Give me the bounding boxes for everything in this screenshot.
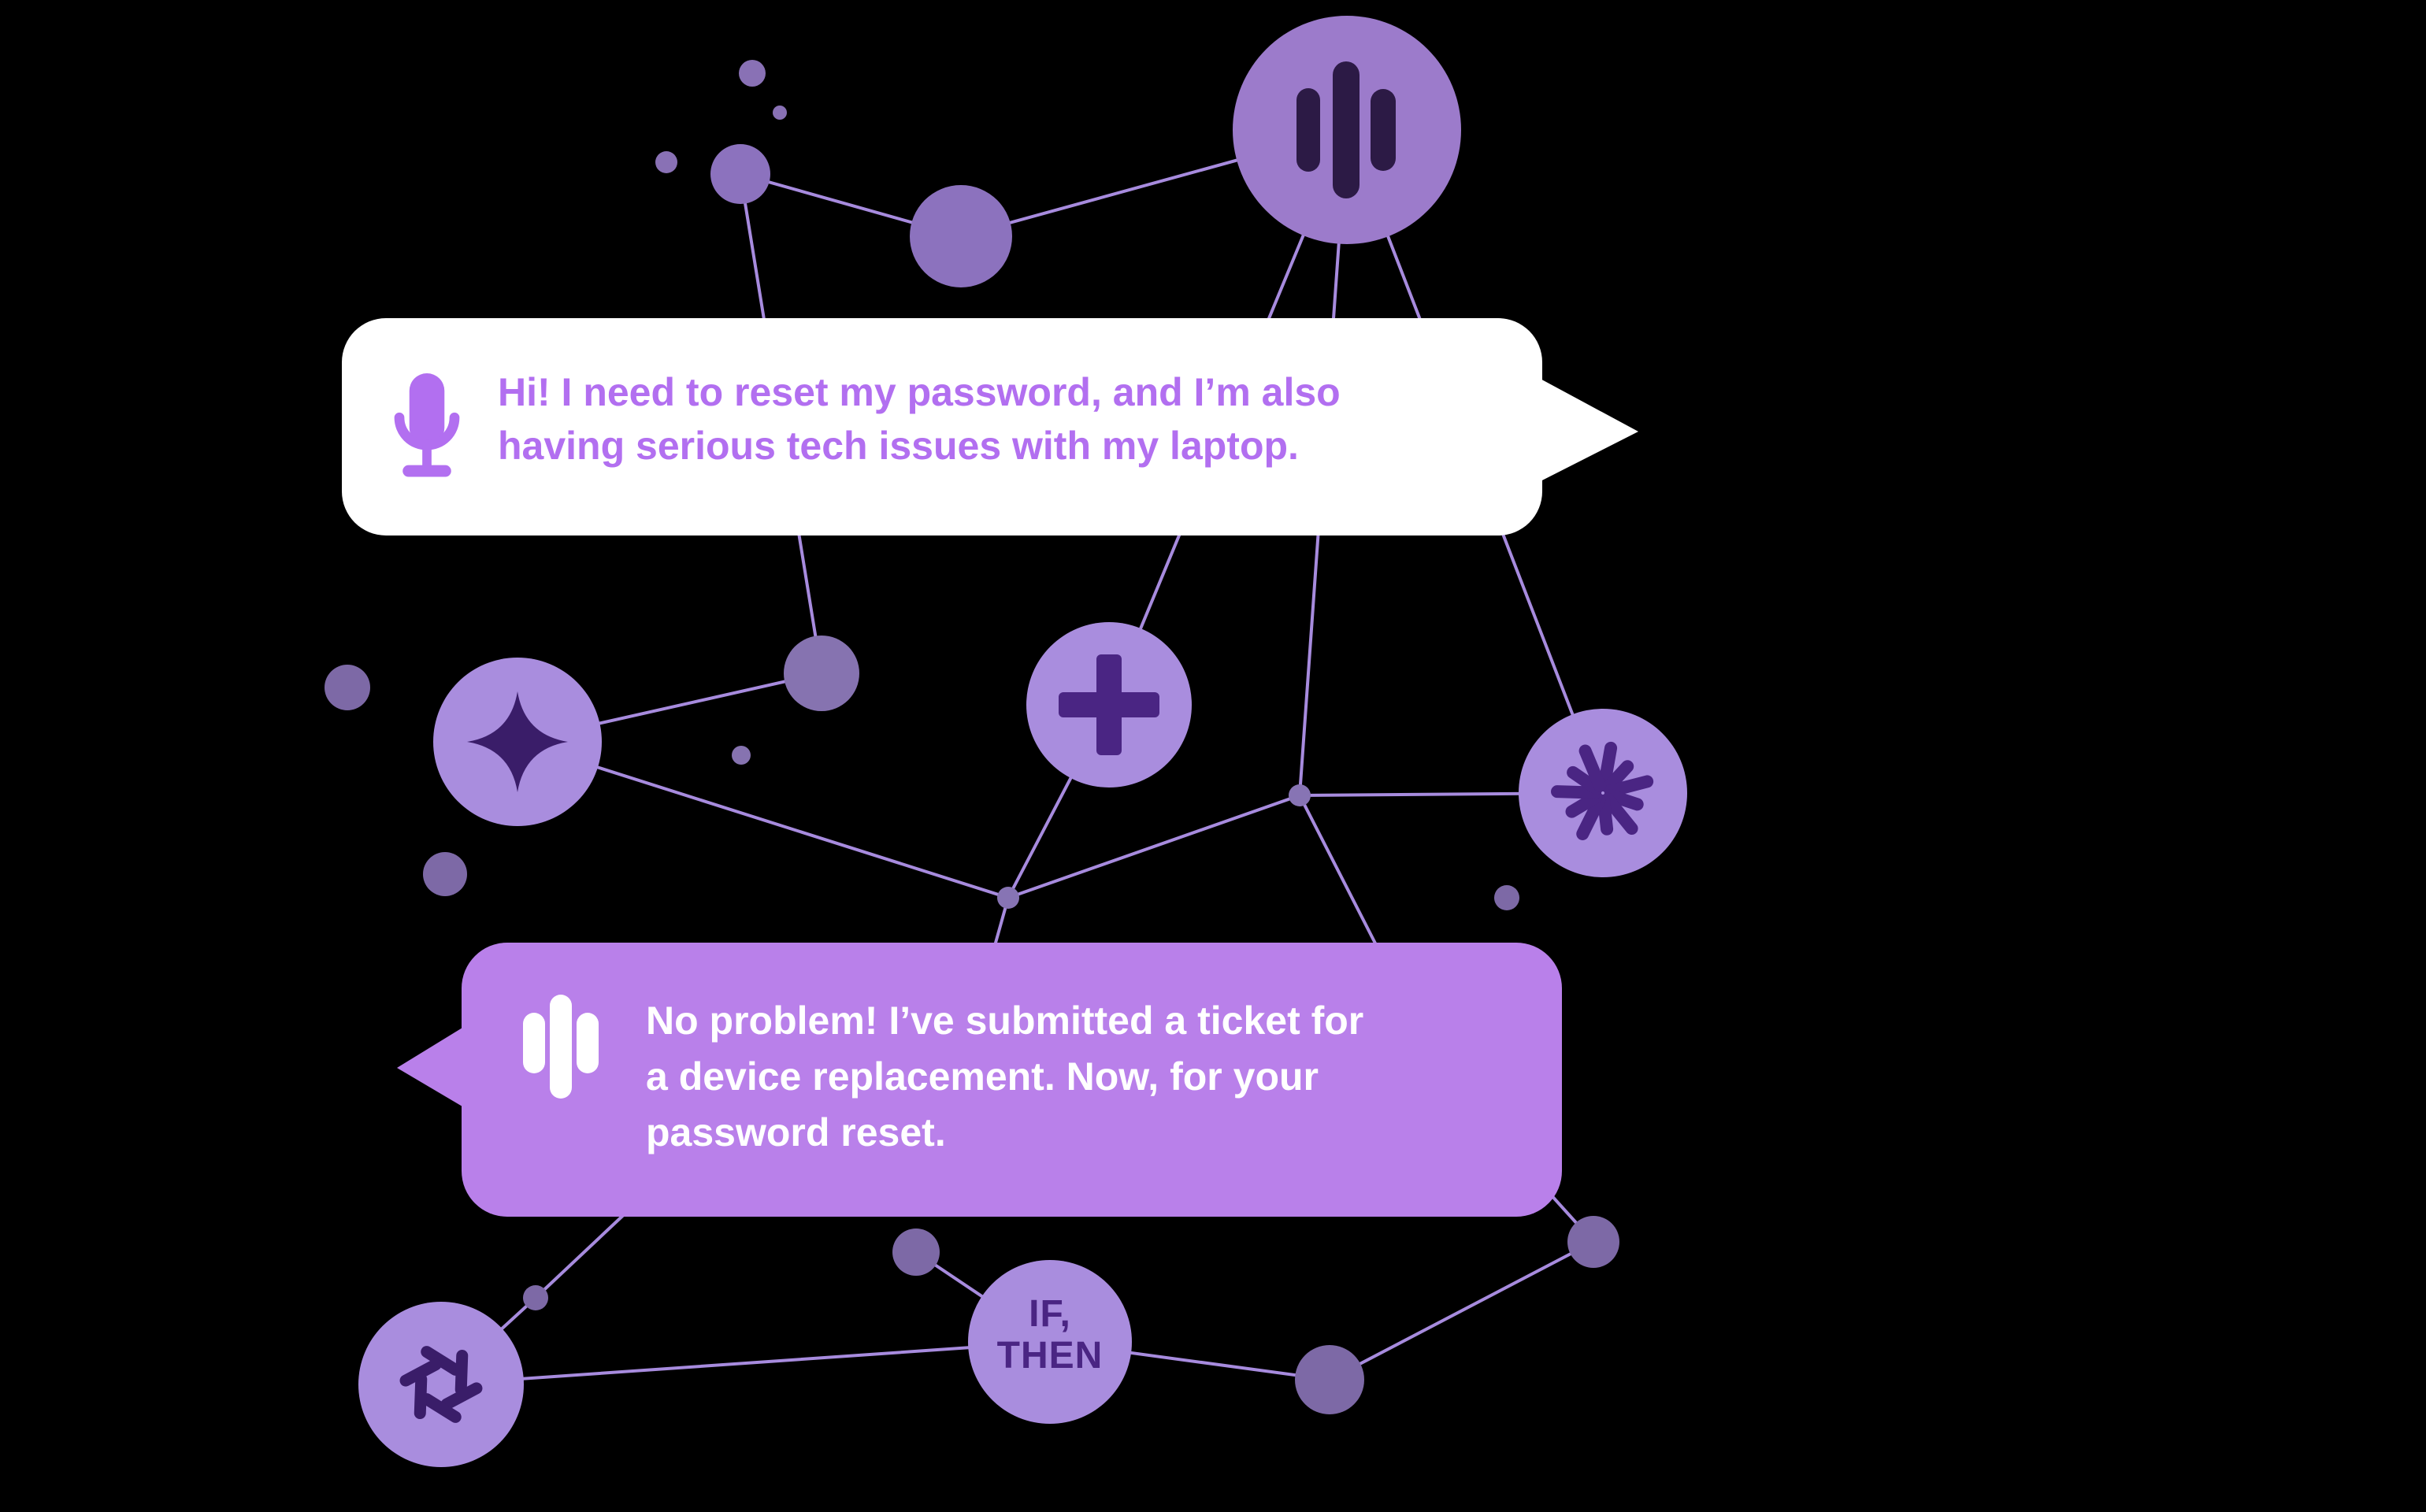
connector-line xyxy=(1007,794,1301,899)
connector-line xyxy=(440,1340,1052,1386)
network-node-medium xyxy=(710,144,770,204)
assistant-message-text: No problem! I’ve submitted a ticket for … xyxy=(646,993,1363,1161)
user-message-bubble: Hi! I need to reset my password, and I’m… xyxy=(342,318,1638,536)
assistant-message-line: a device replacement. Now, for your xyxy=(646,1054,1319,1099)
node-circle xyxy=(910,185,1012,287)
node-circle xyxy=(784,636,859,711)
assistant-message-line: No problem! I’ve submitted a ticket for xyxy=(646,999,1364,1043)
connector-line xyxy=(1328,1240,1595,1381)
node-circle xyxy=(1289,784,1311,806)
network-junction xyxy=(1289,784,1311,806)
network-dot xyxy=(1295,1345,1364,1414)
microphone-icon xyxy=(394,373,460,477)
node-circle xyxy=(773,106,787,120)
network-dot xyxy=(325,665,370,710)
sparkle-node xyxy=(433,658,602,826)
node-circle xyxy=(1519,709,1687,877)
user-bubble-tail xyxy=(1536,376,1638,484)
network-junction xyxy=(997,887,1019,909)
user-message-line: having serious tech issues with my lapto… xyxy=(498,424,1299,468)
node-circle xyxy=(655,151,677,173)
connector-line xyxy=(516,740,1010,899)
network-node-medium xyxy=(784,636,859,711)
plus-node xyxy=(1026,622,1192,788)
network-node-large xyxy=(910,185,1012,287)
node-circle xyxy=(739,60,766,87)
assistant-bubble-tail xyxy=(397,1025,466,1109)
node-circle xyxy=(732,746,751,765)
node-circle xyxy=(423,852,467,896)
network-dot xyxy=(1567,1216,1619,1268)
node-circle xyxy=(523,1285,548,1310)
node-circle xyxy=(1494,885,1519,910)
network-dot xyxy=(892,1228,940,1276)
if-then-label: IF, xyxy=(1029,1293,1071,1335)
asterisk-node xyxy=(1519,709,1687,877)
network-dot xyxy=(773,106,787,120)
if-then-node: IF,THEN xyxy=(968,1260,1132,1424)
user-message-line: Hi! I need to reset my password, and I’m… xyxy=(498,370,1341,414)
network-dot xyxy=(739,60,766,87)
network-dot xyxy=(655,151,677,173)
openai-node xyxy=(358,1302,524,1467)
network-dot xyxy=(523,1285,548,1310)
assistant-message-bubble: No problem! I’ve submitted a ticket for … xyxy=(397,943,1562,1217)
node-circle xyxy=(325,665,370,710)
voice-waveform-icon xyxy=(523,995,599,1099)
node-circle xyxy=(710,144,770,204)
voice-assistant-node xyxy=(1233,16,1461,244)
node-circle xyxy=(892,1228,940,1276)
node-circle xyxy=(1567,1216,1619,1268)
user-message-text: Hi! I need to reset my password, and I’m… xyxy=(498,365,1341,472)
node-circle xyxy=(358,1302,524,1467)
node-circle xyxy=(968,1260,1132,1424)
node-circle xyxy=(1295,1345,1364,1414)
network-dot xyxy=(423,852,467,896)
if-then-label: THEN xyxy=(997,1335,1104,1377)
connector-line xyxy=(534,1207,632,1299)
network-dot xyxy=(1494,885,1519,910)
assistant-message-line: password reset. xyxy=(646,1110,946,1154)
node-circle xyxy=(997,887,1019,909)
network-dot xyxy=(732,746,751,765)
